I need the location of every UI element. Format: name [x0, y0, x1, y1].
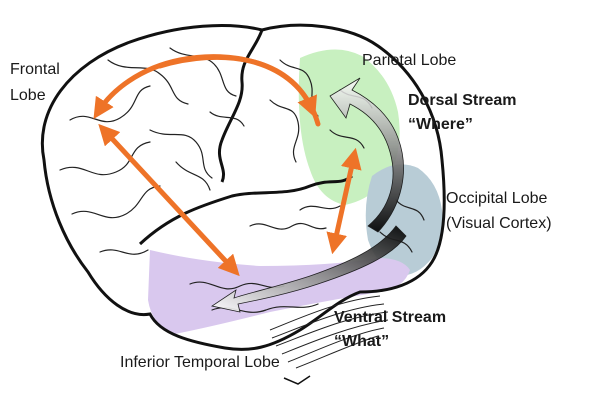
ventral-stream-label: Ventral Stream [334, 309, 447, 326]
dorsal-stream-label: Dorsal Stream [408, 92, 517, 109]
occipital-lobe-label: Occipital Lobe [446, 190, 548, 207]
cerebellum [269, 295, 389, 369]
inferior-temporal-lobe-label: Inferior Temporal Lobe [120, 354, 280, 371]
occipital-visual-cortex-label: (Visual Cortex) [446, 215, 552, 232]
frontal-lobe-label-line1: Frontal [10, 61, 60, 78]
parietal-to-frontal-arrow [93, 54, 321, 127]
frontal-lobe-label-line2: Lobe [10, 87, 46, 104]
ventral-stream-band [210, 225, 407, 313]
ventral-stream-what-label: “What” [334, 333, 390, 350]
frontal-temporal-arrow [98, 123, 240, 277]
frontal-to-parietal-arrow [157, 54, 317, 118]
brainstem-mark [283, 375, 311, 385]
parietal-lobe-label: Parietal Lobe [362, 52, 457, 69]
brain-outline [40, 23, 446, 351]
parietal-region [298, 49, 400, 205]
connection-arrows [93, 54, 362, 277]
dorsal-stream-band [329, 77, 404, 233]
parietal-temporal-arrow [326, 147, 362, 255]
central-sulcus [217, 29, 264, 183]
dorsal-stream-where-label: “Where” [408, 116, 473, 133]
